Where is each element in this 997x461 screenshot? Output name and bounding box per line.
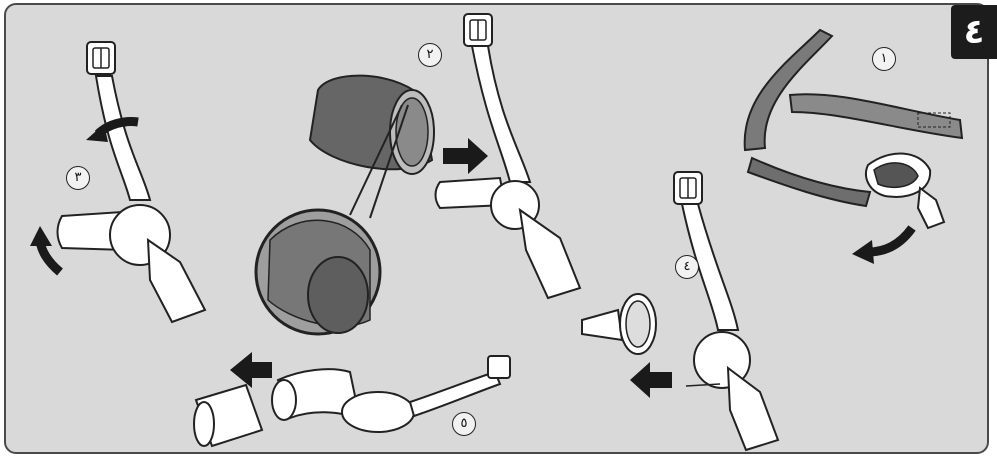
step-marker-4: ٤: [675, 255, 699, 279]
swivel-ring: [581, 293, 657, 355]
curved-arrow-icon: [30, 226, 52, 246]
straight-arrow-icon: [230, 352, 272, 388]
straight-arrow-icon: [630, 362, 672, 398]
step-marker-5: ٥: [452, 412, 476, 436]
curved-arrow-icon: [867, 225, 916, 257]
curved-arrow-icon: [86, 124, 108, 142]
step-marker-3: ٣: [66, 166, 90, 190]
mask-frame-step-4: [673, 171, 780, 452]
elbow-parts: [193, 355, 511, 448]
cushion-with-detail: [254, 74, 435, 336]
straight-arrow-icon: [443, 138, 488, 174]
step-marker-2: ٢: [418, 43, 442, 67]
curved-arrow-icon: [852, 240, 874, 264]
mask-frame-step-3: [56, 41, 207, 324]
page-tab: ٤: [951, 5, 997, 59]
step-marker-1: ١: [872, 47, 896, 71]
mask-frame-step-2: [434, 13, 582, 300]
headgear-assembly: [743, 28, 964, 230]
